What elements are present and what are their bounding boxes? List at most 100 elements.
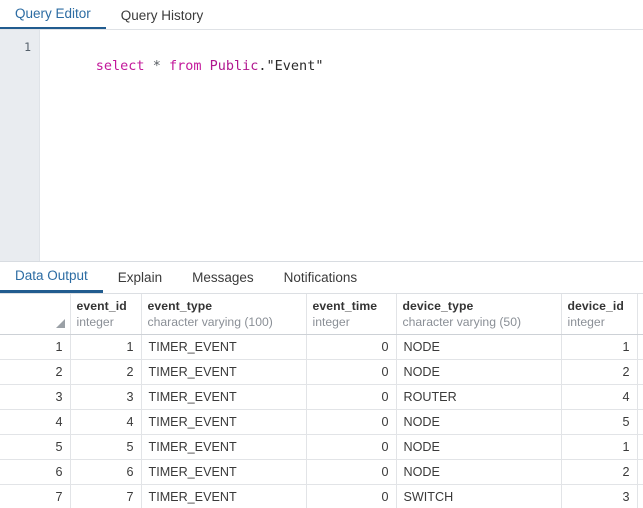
column-name: event_time — [313, 299, 390, 314]
tab-messages[interactable]: Messages — [177, 264, 269, 292]
column-type: integer — [77, 314, 135, 330]
cell-event-id[interactable]: 5 — [70, 434, 141, 459]
sql-query-line: select * from Public."Event" — [47, 38, 643, 95]
cell-event-time[interactable]: 0 — [306, 484, 396, 508]
sql-token-schema: Public — [210, 58, 259, 74]
sql-token-space-2 — [161, 58, 169, 74]
column-header-device-id[interactable]: device_id integer — [561, 294, 637, 334]
row-filler — [637, 359, 643, 384]
select-all-triangle-icon[interactable] — [56, 319, 65, 328]
row-filler — [637, 484, 643, 508]
table-row[interactable]: 11TIMER_EVENT0NODE1 — [0, 334, 643, 359]
cell-event-time[interactable]: 0 — [306, 409, 396, 434]
tab-messages-label: Messages — [192, 270, 254, 285]
table-row[interactable]: 22TIMER_EVENT0NODE2 — [0, 359, 643, 384]
table-row[interactable]: 33TIMER_EVENT0ROUTER4 — [0, 384, 643, 409]
result-grid-container[interactable]: event_id integer event_type character va… — [0, 293, 643, 508]
header-row: event_id integer event_type character va… — [0, 294, 643, 334]
cell-event-id[interactable]: 4 — [70, 409, 141, 434]
cell-event-type[interactable]: TIMER_EVENT — [141, 484, 306, 508]
column-type: character varying (100) — [148, 314, 300, 330]
sql-token-star: * — [153, 58, 161, 74]
cell-device-type[interactable]: SWITCH — [396, 484, 561, 508]
cell-event-id[interactable]: 7 — [70, 484, 141, 508]
tab-query-history-label: Query History — [121, 8, 204, 23]
tab-explain-label: Explain — [118, 270, 162, 285]
cell-device-type[interactable]: NODE — [396, 459, 561, 484]
cell-device-id[interactable]: 1 — [561, 434, 637, 459]
cell-event-id[interactable]: 6 — [70, 459, 141, 484]
cell-event-id[interactable]: 3 — [70, 384, 141, 409]
column-name: device_id — [568, 299, 631, 314]
table-row[interactable]: 44TIMER_EVENT0NODE5 — [0, 409, 643, 434]
cell-event-type[interactable]: TIMER_EVENT — [141, 434, 306, 459]
row-number-cell[interactable]: 7 — [0, 484, 70, 508]
column-type: integer — [313, 314, 390, 330]
tab-explain[interactable]: Explain — [103, 264, 177, 292]
editor-gutter: 1 — [0, 30, 40, 261]
cell-device-id[interactable]: 2 — [561, 359, 637, 384]
cell-device-id[interactable]: 5 — [561, 409, 637, 434]
cell-event-type[interactable]: TIMER_EVENT — [141, 384, 306, 409]
table-row[interactable]: 55TIMER_EVENT0NODE1 — [0, 434, 643, 459]
row-filler — [637, 334, 643, 359]
cell-device-id[interactable]: 1 — [561, 334, 637, 359]
column-name: device_type — [403, 299, 555, 314]
cell-event-time[interactable]: 0 — [306, 459, 396, 484]
column-header-event-type[interactable]: event_type character varying (100) — [141, 294, 306, 334]
tab-query-editor[interactable]: Query Editor — [0, 0, 106, 30]
tab-query-editor-label: Query Editor — [15, 6, 91, 21]
cell-event-id[interactable]: 1 — [70, 334, 141, 359]
row-number-cell[interactable]: 1 — [0, 334, 70, 359]
cell-device-type[interactable]: NODE — [396, 334, 561, 359]
tab-query-history[interactable]: Query History — [106, 2, 219, 29]
tab-data-output[interactable]: Data Output — [0, 262, 103, 293]
table-row[interactable]: 77TIMER_EVENT0SWITCH3 — [0, 484, 643, 508]
row-filler — [637, 384, 643, 409]
column-type: integer — [568, 314, 631, 330]
row-number-cell[interactable]: 6 — [0, 459, 70, 484]
query-tab-bar: Query Editor Query History — [0, 0, 643, 30]
result-grid-body: 11TIMER_EVENT0NODE122TIMER_EVENT0NODE233… — [0, 334, 643, 508]
column-name: event_id — [77, 299, 135, 314]
editor-code-area[interactable]: select * from Public."Event" — [40, 30, 643, 261]
cell-device-id[interactable]: 2 — [561, 459, 637, 484]
cell-device-id[interactable]: 4 — [561, 384, 637, 409]
tab-notifications[interactable]: Notifications — [269, 264, 373, 292]
cell-event-type[interactable]: TIMER_EVENT — [141, 334, 306, 359]
cell-event-type[interactable]: TIMER_EVENT — [141, 409, 306, 434]
cell-event-time[interactable]: 0 — [306, 334, 396, 359]
row-number-cell[interactable]: 3 — [0, 384, 70, 409]
results-tab-bar: Data Output Explain Messages Notificatio… — [0, 262, 643, 293]
table-row[interactable]: 66TIMER_EVENT0NODE2 — [0, 459, 643, 484]
column-type: character varying (50) — [403, 314, 555, 330]
cell-event-time[interactable]: 0 — [306, 359, 396, 384]
column-header-device-type[interactable]: device_type character varying (50) — [396, 294, 561, 334]
row-filler — [637, 409, 643, 434]
cell-device-type[interactable]: ROUTER — [396, 384, 561, 409]
row-number-header[interactable] — [0, 294, 70, 334]
cell-device-type[interactable]: NODE — [396, 359, 561, 384]
cell-device-id[interactable]: 3 — [561, 484, 637, 508]
sql-editor[interactable]: 1 select * from Public."Event" — [0, 30, 643, 262]
header-filler — [637, 294, 643, 334]
row-filler — [637, 459, 643, 484]
row-number-cell[interactable]: 5 — [0, 434, 70, 459]
sql-token-space-3 — [202, 58, 210, 74]
cell-event-time[interactable]: 0 — [306, 384, 396, 409]
cell-event-time[interactable]: 0 — [306, 434, 396, 459]
cell-device-type[interactable]: NODE — [396, 434, 561, 459]
sql-token-table: ."Event" — [258, 58, 323, 74]
cell-event-type[interactable]: TIMER_EVENT — [141, 459, 306, 484]
row-number-cell[interactable]: 2 — [0, 359, 70, 384]
column-name: event_type — [148, 299, 300, 314]
sql-token-select: select — [96, 58, 145, 74]
sql-token-from: from — [169, 58, 202, 74]
row-number-cell[interactable]: 4 — [0, 409, 70, 434]
cell-event-id[interactable]: 2 — [70, 359, 141, 384]
column-header-event-time[interactable]: event_time integer — [306, 294, 396, 334]
cell-device-type[interactable]: NODE — [396, 409, 561, 434]
row-filler — [637, 434, 643, 459]
cell-event-type[interactable]: TIMER_EVENT — [141, 359, 306, 384]
column-header-event-id[interactable]: event_id integer — [70, 294, 141, 334]
